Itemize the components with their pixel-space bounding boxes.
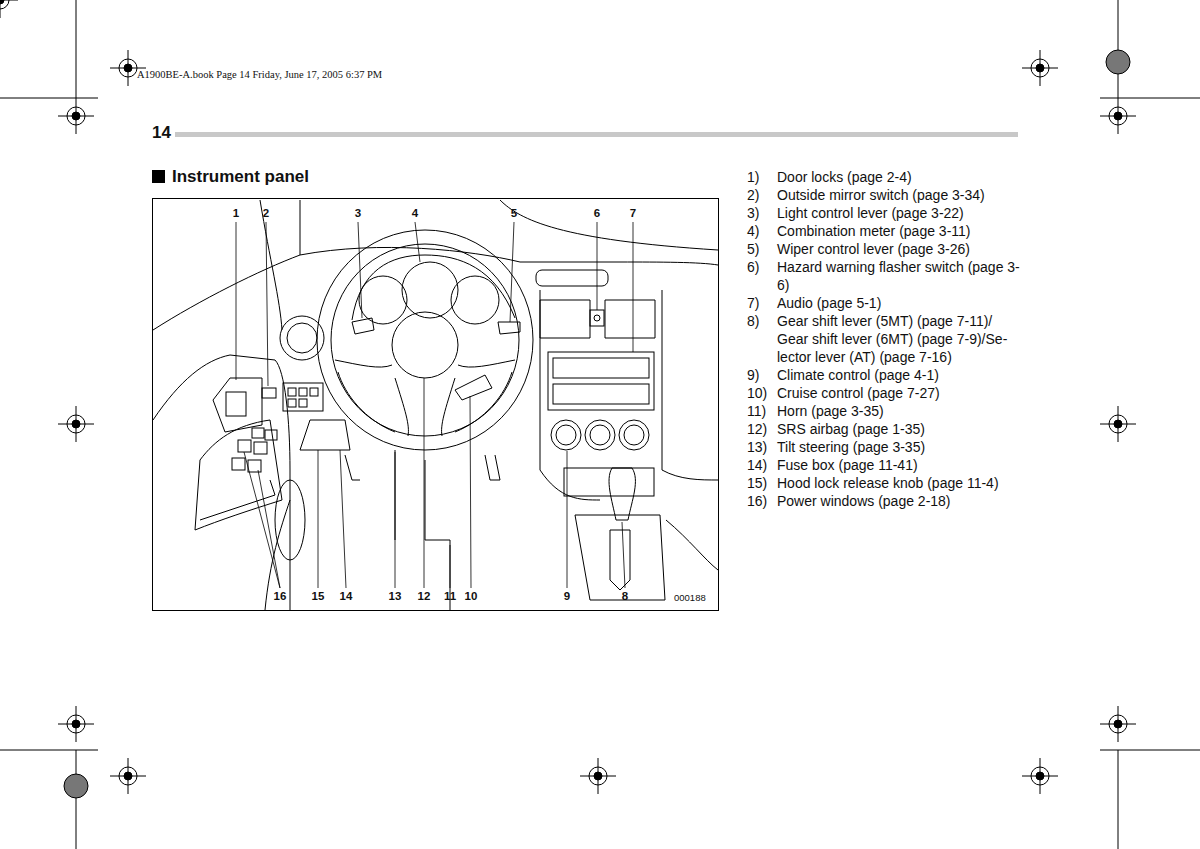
item-number: 6) xyxy=(747,258,777,294)
callout-number: 4 xyxy=(412,207,418,219)
list-item: 5)Wiper control lever (page 3-26) xyxy=(747,240,1037,258)
title-bullet xyxy=(152,170,165,183)
item-number: 8) xyxy=(747,312,777,366)
item-text: Combination meter (page 3-11) xyxy=(777,222,1025,240)
item-number: 14) xyxy=(747,456,777,474)
list-item: 11)Horn (page 3-35) xyxy=(747,402,1037,420)
item-text: Climate control (page 4-1) xyxy=(777,366,1025,384)
item-text: Wiper control lever (page 3-26) xyxy=(777,240,1025,258)
callout-number: 10 xyxy=(465,590,478,602)
list-item: 8)Gear shift lever (5MT) (page 7-11)/ Ge… xyxy=(747,312,1037,366)
item-number: 5) xyxy=(747,240,777,258)
item-number: 15) xyxy=(747,474,777,492)
callout-number: 7 xyxy=(630,207,636,219)
list-item: 9)Climate control (page 4-1) xyxy=(747,366,1037,384)
item-number: 9) xyxy=(747,366,777,384)
callout-number: 2 xyxy=(263,207,269,219)
list-item: 15)Hood lock release knob (page 11-4) xyxy=(747,474,1037,492)
item-number: 4) xyxy=(747,222,777,240)
item-number: 1) xyxy=(747,168,777,186)
header-rule xyxy=(175,132,1018,137)
list-item: 2)Outside mirror switch (page 3-34) xyxy=(747,186,1037,204)
callout-number: 5 xyxy=(511,207,517,219)
item-number: 11) xyxy=(747,402,777,420)
list-item: 13)Tilt steering (page 3-35) xyxy=(747,438,1037,456)
callout-number: 1 xyxy=(233,207,239,219)
item-text: Audio (page 5-1) xyxy=(777,294,1025,312)
list-item: 3)Light control lever (page 3-22) xyxy=(747,204,1037,222)
item-number: 7) xyxy=(747,294,777,312)
item-text: Horn (page 3-35) xyxy=(777,402,1025,420)
item-number: 3) xyxy=(747,204,777,222)
item-number: 16) xyxy=(747,492,777,510)
illustration-frame xyxy=(153,199,719,611)
item-number: 12) xyxy=(747,420,777,438)
callout-number: 12 xyxy=(418,590,431,602)
list-item: 14)Fuse box (page 11-41) xyxy=(747,456,1037,474)
item-text: Gear shift lever (5MT) (page 7-11)/ Gear… xyxy=(777,312,1025,366)
list-item: 12)SRS airbag (page 1-35) xyxy=(747,420,1037,438)
leader-lines xyxy=(236,222,633,588)
callout-number: 11 xyxy=(444,590,456,602)
parts-list: 1)Door locks (page 2-4)2)Outside mirror … xyxy=(747,168,1037,510)
item-text: Light control lever (page 3-22) xyxy=(777,204,1025,222)
callout-number: 15 xyxy=(312,590,325,602)
callout-number: 16 xyxy=(274,590,287,602)
page-number: 14 xyxy=(152,123,171,143)
list-item: 4)Combination meter (page 3-11) xyxy=(747,222,1037,240)
page-header: A1900BE-A.book Page 14 Friday, June 17, … xyxy=(137,69,382,80)
list-item: 10)Cruise control (page 7-27) xyxy=(747,384,1037,402)
list-item: 6)Hazard warning flasher switch (page 3-… xyxy=(747,258,1037,294)
item-text: SRS airbag (page 1-35) xyxy=(777,420,1025,438)
list-item: 16)Power windows (page 2-18) xyxy=(747,492,1037,510)
item-text: Fuse box (page 11-41) xyxy=(777,456,1025,474)
callout-number: 9 xyxy=(564,590,570,602)
item-number: 10) xyxy=(747,384,777,402)
item-text: Tilt steering (page 3-35) xyxy=(777,438,1025,456)
callout-number: 8 xyxy=(622,590,628,602)
callout-number: 14 xyxy=(340,590,353,602)
callout-number: 6 xyxy=(594,207,600,219)
item-text: Hazard warning flasher switch (page 3-6) xyxy=(777,258,1025,294)
list-item: 7)Audio (page 5-1) xyxy=(747,294,1037,312)
item-number: 2) xyxy=(747,186,777,204)
figure-code: 000188 xyxy=(674,592,706,603)
list-item: 1)Door locks (page 2-4) xyxy=(747,168,1037,186)
item-text: Outside mirror switch (page 3-34) xyxy=(777,186,1025,204)
instrument-panel-illustration xyxy=(153,200,718,610)
item-number: 13) xyxy=(747,438,777,456)
item-text: Power windows (page 2-18) xyxy=(777,492,1025,510)
item-text: Cruise control (page 7-27) xyxy=(777,384,1025,402)
callout-number: 3 xyxy=(355,207,361,219)
item-text: Hood lock release knob (page 11-4) xyxy=(777,474,1025,492)
callout-number: 13 xyxy=(389,590,402,602)
section-title: Instrument panel xyxy=(172,167,309,187)
item-text: Door locks (page 2-4) xyxy=(777,168,1025,186)
